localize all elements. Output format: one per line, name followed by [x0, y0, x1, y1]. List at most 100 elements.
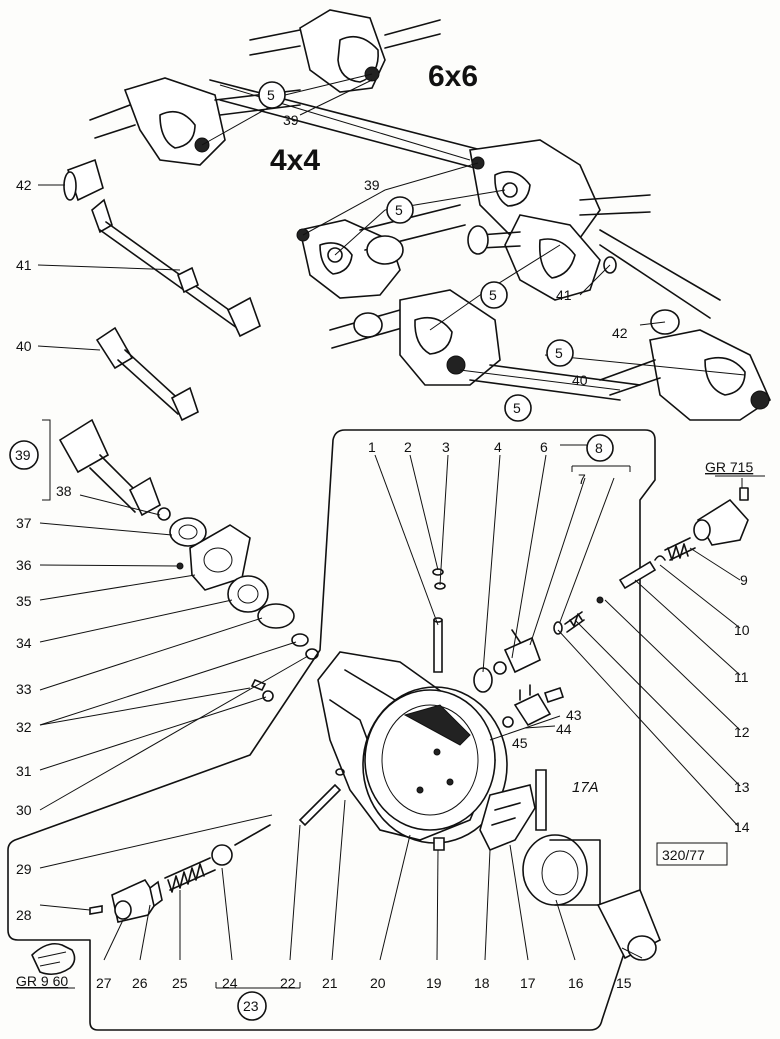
drawing-stroke	[621, 947, 643, 959]
drawing-stroke	[433, 748, 441, 756]
parts-22-29-selector	[89, 768, 345, 923]
callout-13: 13	[734, 779, 750, 795]
drawing-stroke	[544, 354, 746, 376]
drawing-stroke	[211, 844, 233, 866]
drawing-stroke	[429, 294, 481, 331]
leader-lines-left	[37, 184, 309, 811]
callout-1: 1	[368, 439, 376, 455]
callout-41-left: 41	[16, 257, 32, 273]
plain-callouts: 39 39 41 42 40 42 41 40 38 37 36 35 34 3…	[16, 112, 750, 991]
callout-43: 43	[566, 707, 582, 723]
drawing-stroke	[513, 692, 552, 727]
drawing-stroke	[289, 824, 301, 961]
callout-28: 28	[16, 907, 32, 923]
drawing-stroke	[39, 564, 179, 567]
drawing-stroke	[89, 905, 103, 915]
drawing-stroke	[750, 390, 770, 410]
callout-14: 14	[734, 819, 750, 835]
drawing-stroke	[469, 364, 641, 401]
drawing-stroke	[511, 454, 547, 659]
callout-5-right: 5	[489, 287, 497, 303]
heading-4x4: 4x4	[270, 144, 320, 177]
callout-33: 33	[16, 681, 32, 697]
drawing-stroke	[79, 494, 161, 516]
drawing-stroke	[439, 454, 449, 586]
drawing-stroke	[319, 242, 353, 275]
part-19-plug	[433, 837, 445, 851]
drawing-stroke	[384, 162, 479, 191]
callout-39-mid: 39	[364, 177, 380, 193]
drawing-stroke	[493, 661, 507, 675]
callout-38: 38	[56, 483, 72, 499]
drawing-stroke	[31, 942, 76, 976]
drawing-stroke	[654, 555, 666, 561]
drawing-stroke	[384, 19, 441, 49]
callout-4: 4	[494, 439, 502, 455]
drawing-stroke	[739, 487, 749, 501]
callout-23: 23	[243, 998, 259, 1014]
drawing-stroke	[399, 289, 501, 386]
drawing-stroke	[414, 316, 453, 355]
part-2-3-clips	[432, 568, 446, 590]
headings: 6x6 4x4	[270, 60, 478, 177]
callout-42-left: 42	[16, 177, 32, 193]
drawing-stroke	[157, 507, 171, 521]
part-17a-pin	[535, 769, 547, 831]
drawing-stroke	[139, 904, 151, 961]
drawing-stroke	[546, 339, 574, 367]
drawing-stroke	[689, 547, 741, 581]
callout-40-right: 40	[572, 372, 588, 388]
drawing-stroke	[433, 619, 443, 673]
callout-29: 29	[16, 861, 32, 877]
callout-36: 36	[16, 557, 32, 573]
drawing-stroke	[586, 434, 614, 462]
drawing-stroke	[37, 345, 101, 351]
drawing-stroke	[39, 599, 233, 643]
callout-12: 12	[734, 724, 750, 740]
part-15-coupling	[596, 888, 662, 961]
callout-5-lower: 5	[555, 345, 563, 361]
part-39-pinion-shaft	[58, 418, 161, 517]
callout-34: 34	[16, 635, 32, 651]
callout-3: 3	[442, 439, 450, 455]
drawing-stroke	[409, 454, 439, 571]
drawing-stroke	[227, 575, 269, 613]
drawing-stroke	[596, 596, 604, 604]
drawing-stroke	[634, 579, 741, 676]
callout-7: 7	[578, 471, 586, 487]
part-40-short-shaft	[95, 326, 199, 422]
part-18-bracket	[479, 784, 536, 852]
callout-15: 15	[616, 975, 632, 991]
callout-8: 8	[595, 440, 603, 456]
part-42-coupling	[63, 158, 104, 202]
drawing-stroke	[571, 465, 631, 472]
drawing-stroke	[704, 356, 746, 396]
callout-20: 20	[370, 975, 386, 991]
drawing-stroke	[557, 629, 739, 827]
callout-42-right: 42	[612, 325, 628, 341]
housing-20-21	[317, 651, 508, 844]
drawing-stroke	[693, 519, 711, 541]
drawing-stroke	[128, 476, 161, 517]
drawing-stroke	[479, 784, 536, 852]
callout-27: 27	[96, 975, 112, 991]
drawing-stroke	[39, 814, 273, 869]
callout-30: 30	[16, 802, 32, 818]
drawing-stroke	[169, 517, 207, 547]
callout-26: 26	[132, 975, 148, 991]
drawing-stroke	[103, 919, 124, 961]
drawing-stroke	[149, 880, 163, 908]
drawing-stroke	[416, 786, 424, 794]
drawing-stroke	[284, 73, 373, 96]
drawing-stroke	[541, 850, 579, 896]
drawing-stroke	[159, 110, 196, 149]
axle-assembly-6x6	[209, 9, 721, 319]
drawing-stroke	[58, 418, 110, 474]
drawing-stroke	[374, 454, 439, 626]
drawing-stroke	[538, 238, 576, 279]
drawing-stroke	[214, 89, 301, 116]
callout-17: 17	[520, 975, 536, 991]
drawing-stroke	[39, 696, 267, 771]
drawing-stroke	[386, 196, 414, 224]
drawing-stroke	[555, 899, 576, 961]
